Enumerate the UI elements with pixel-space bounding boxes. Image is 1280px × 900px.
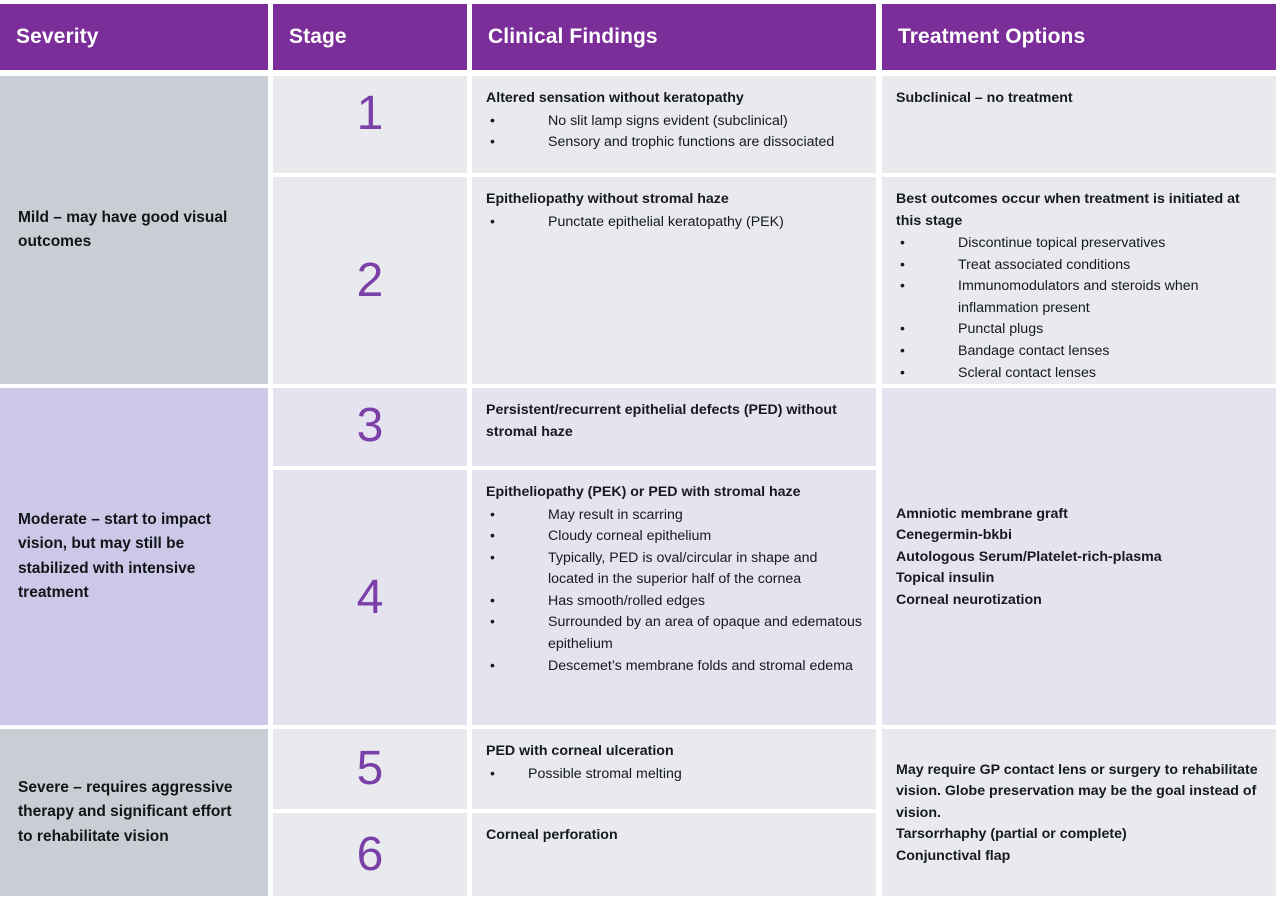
column-header-treatment-options-label: Treatment Options [898, 25, 1086, 48]
column-header-treatment-options: Treatment Options [882, 4, 1276, 70]
list-item: Typically, PED is oval/circular in shape… [486, 547, 862, 591]
stage-number-3: 3 [356, 399, 384, 452]
severity-cell-severe: Severe – requires aggressive therapy and… [0, 729, 268, 896]
list-item: Punctate epithelial keratopathy (PEK) [486, 211, 862, 234]
list-item: Treat associated conditions [896, 254, 1262, 277]
treatment-options-cell-2: Best outcomes occur when treatment is in… [882, 177, 1276, 384]
list-item: Punctal plugs [896, 318, 1262, 341]
findings-lead-5: PED with corneal ulceration [486, 743, 674, 759]
treatment-options-cell-1: Subclinical – no treatment [882, 76, 1276, 173]
list-item: Scleral contact lenses [896, 362, 1262, 384]
clinical-findings-cell-5: PED with corneal ulceration Possible str… [472, 729, 876, 809]
stage-number-6: 6 [356, 827, 384, 881]
clinical-findings-cell-4: Epitheliopathy (PEK) or PED with stromal… [472, 470, 876, 725]
treatment-line: Topical insulin [896, 570, 995, 587]
list-item: May result in scarring [486, 504, 862, 527]
column-header-stage-label: Stage [289, 25, 347, 48]
treatment-options-cell-severe: May require GP contact lens or surgery t… [882, 729, 1276, 896]
column-header-clinical-findings-label: Clinical Findings [488, 25, 658, 48]
findings-bullets-2: Punctate epithelial keratopathy (PEK) [486, 211, 862, 234]
list-item: Discontinue topical preservatives [896, 232, 1262, 255]
severity-label-mild: Mild – may have good visual outcomes [18, 208, 228, 250]
clinical-findings-cell-6: Corneal perforation [472, 813, 876, 896]
column-header-stage: Stage [273, 4, 467, 70]
treatment-lead-1: Subclinical – no treatment [896, 90, 1073, 106]
stage-number-5: 5 [356, 742, 384, 795]
list-item: Descemet’s membrane folds and stromal ed… [486, 655, 862, 678]
clinical-findings-cell-2: Epitheliopathy without stromal haze Punc… [472, 177, 876, 384]
stage-cell-5: 5 [273, 729, 467, 809]
severity-label-severe: Severe – requires aggressive therapy and… [18, 778, 233, 845]
severity-label-moderate: Moderate – start to impact vision, but m… [18, 510, 211, 601]
stage-number-2: 2 [356, 253, 384, 307]
list-item: Cloudy corneal epithelium [486, 525, 862, 548]
findings-lead-1: Altered sensation without keratopathy [486, 90, 744, 106]
treatment-line: Conjunctival flap [896, 847, 1011, 864]
treatment-line: May require GP contact lens or surgery t… [896, 761, 1258, 821]
stage-cell-4: 4 [273, 470, 467, 725]
findings-lead-2: Epitheliopathy without stromal haze [486, 191, 729, 207]
findings-lead-6: Corneal perforation [486, 827, 618, 843]
treatment-options-cell-moderate: Amniotic membrane graft Cenegermin-bkbi … [882, 388, 1276, 725]
treatment-line: Autologous Serum/Platelet-rich-plasma [896, 548, 1162, 565]
treatment-line: Corneal neurotization [896, 591, 1042, 608]
treatment-line: Cenegermin-bkbi [896, 527, 1012, 544]
stage-number-1: 1 [356, 87, 384, 140]
treatment-lead-2: Best outcomes occur when treatment is in… [896, 191, 1240, 229]
list-item: Immunomodulators and steroids when infla… [896, 275, 1262, 319]
stage-cell-2: 2 [273, 177, 467, 384]
treatment-line: Amniotic membrane graft [896, 505, 1068, 522]
findings-lead-3: Persistent/recurrent epithelial defects … [486, 402, 837, 440]
treatment-line: Tarsorrhaphy (partial or complete) [896, 826, 1127, 843]
stage-cell-3: 3 [273, 388, 467, 466]
treatment-bullets-2: Discontinue topical preservatives Treat … [896, 232, 1262, 384]
list-item: Sensory and trophic functions are dissoc… [486, 131, 862, 154]
column-header-severity-label: Severity [16, 25, 99, 48]
clinical-findings-cell-1: Altered sensation without keratopathy No… [472, 76, 876, 173]
severity-cell-moderate: Moderate – start to impact vision, but m… [0, 388, 268, 725]
severity-cell-mild: Mild – may have good visual outcomes [0, 76, 268, 384]
column-header-clinical-findings: Clinical Findings [472, 4, 876, 70]
list-item: Bandage contact lenses [896, 340, 1262, 363]
findings-bullets-1: No slit lamp signs evident (subclinical)… [486, 110, 862, 154]
list-item: No slit lamp signs evident (subclinical) [486, 110, 862, 133]
stage-cell-6: 6 [273, 813, 467, 896]
findings-bullets-5: Possible stromal melting [486, 763, 862, 786]
findings-bullets-4: May result in scarring Cloudy corneal ep… [486, 504, 862, 678]
list-item: Surrounded by an area of opaque and edem… [486, 611, 862, 655]
stage-cell-1: 1 [273, 76, 467, 173]
list-item: Has smooth/rolled edges [486, 590, 862, 613]
clinical-findings-cell-3: Persistent/recurrent epithelial defects … [472, 388, 876, 466]
findings-lead-4: Epitheliopathy (PEK) or PED with stromal… [486, 484, 801, 500]
list-item: Possible stromal melting [486, 763, 862, 786]
column-header-severity: Severity [0, 4, 268, 70]
stage-number-4: 4 [356, 570, 384, 624]
